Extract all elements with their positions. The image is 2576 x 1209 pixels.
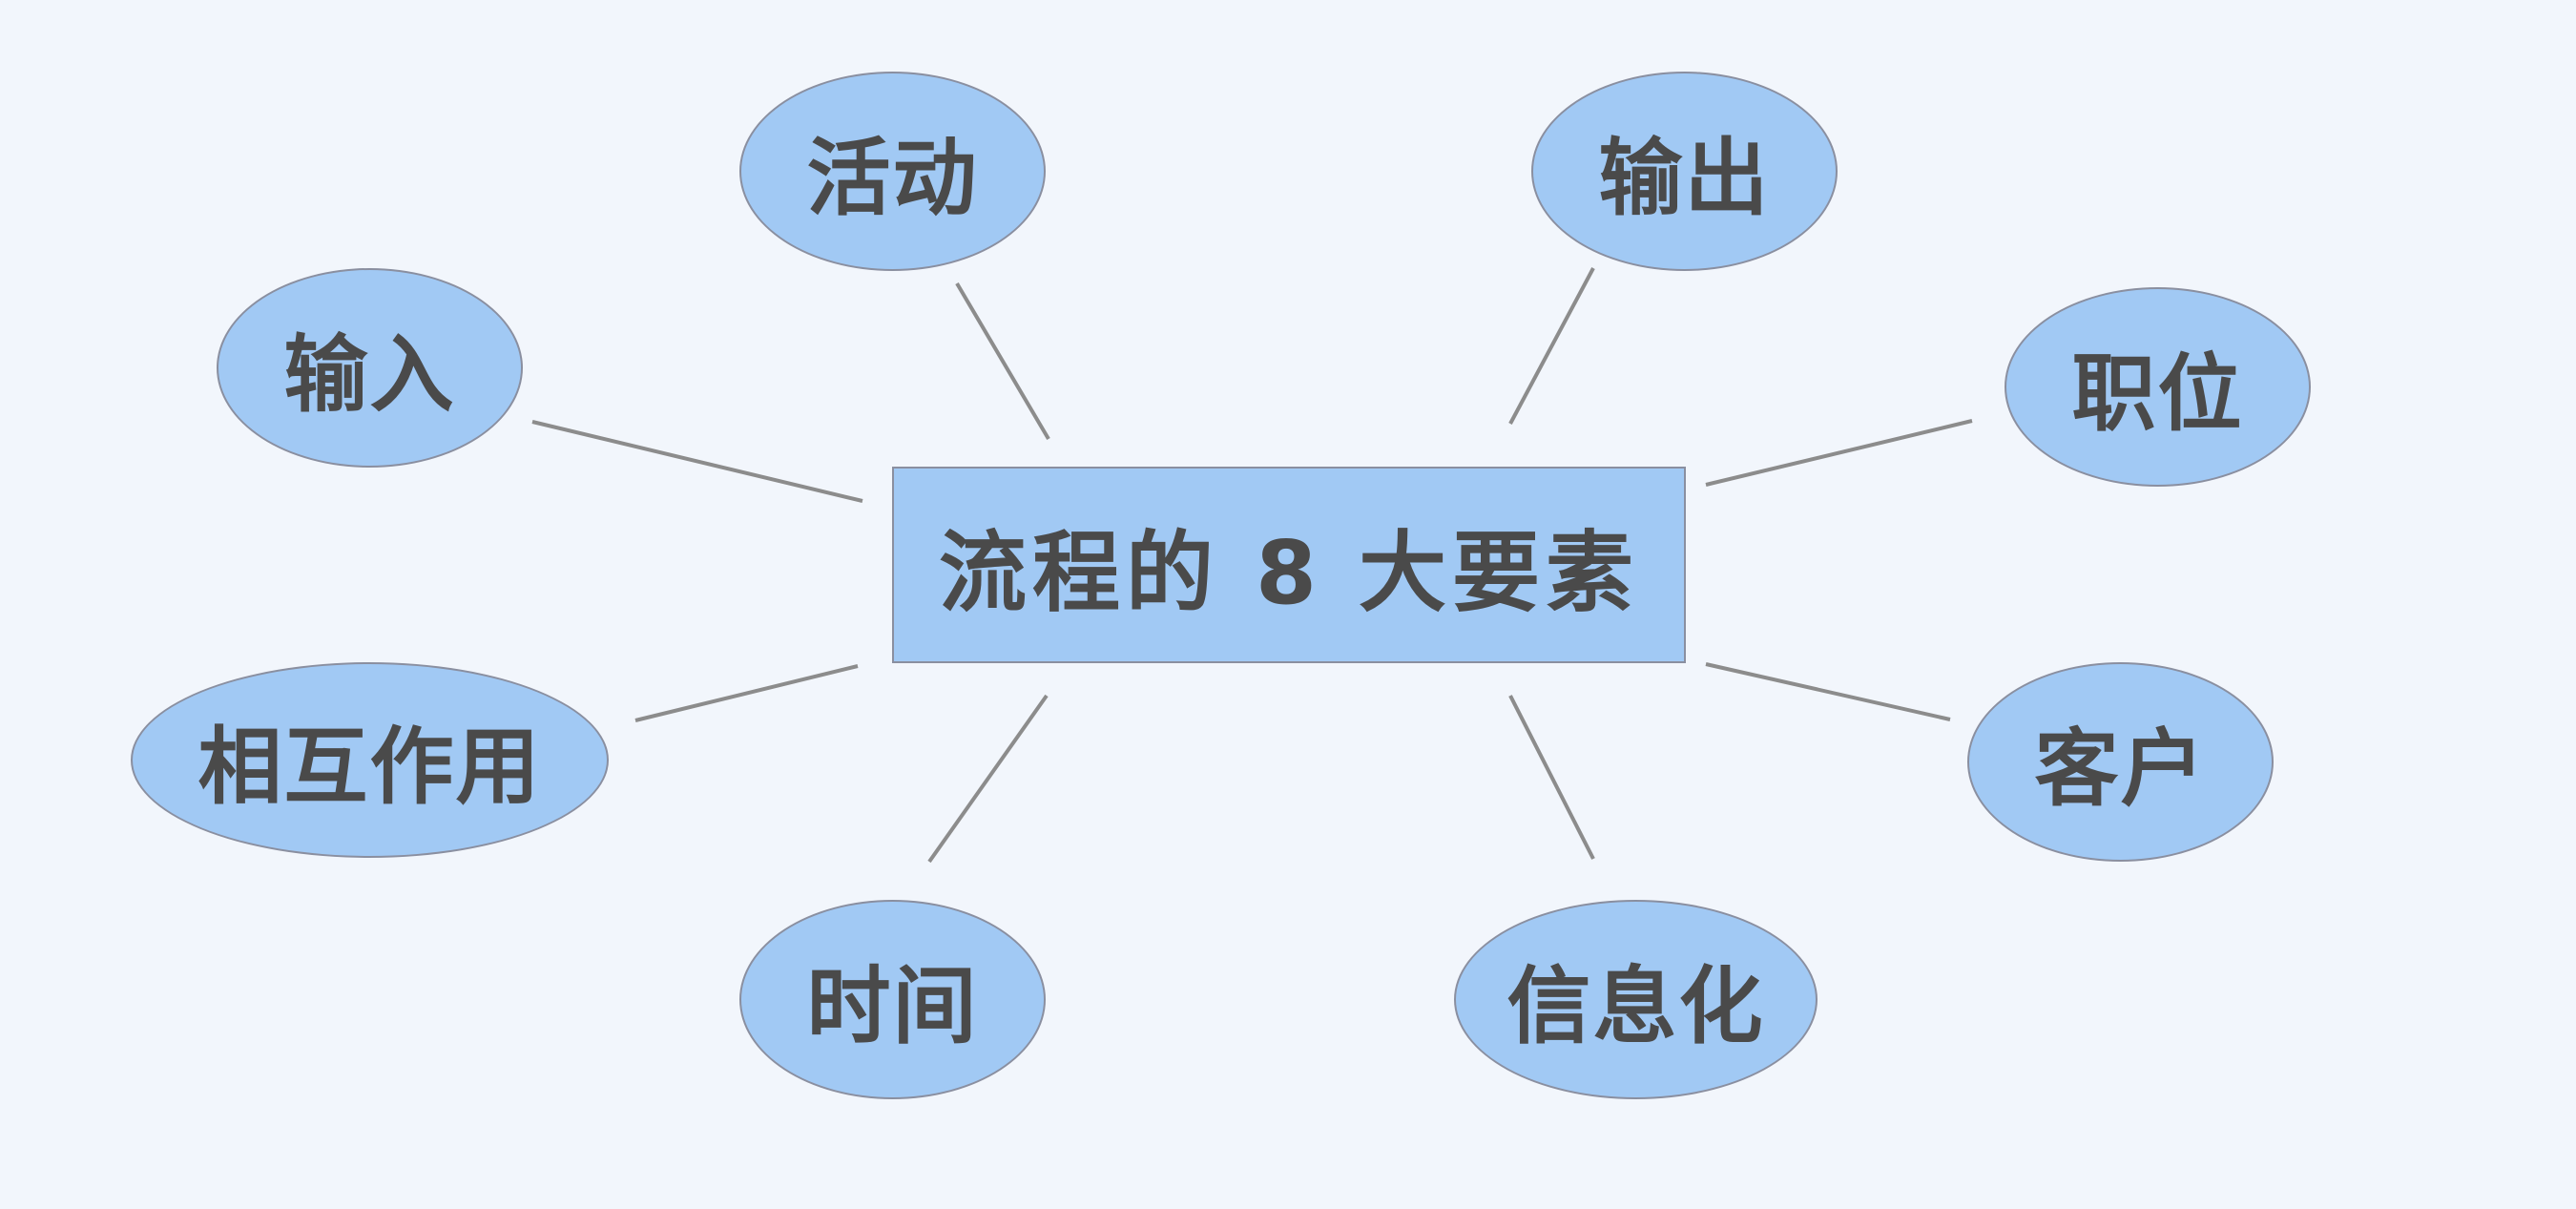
connector-output (1508, 267, 1595, 425)
connector-informatization (1508, 695, 1595, 860)
node-position-label: 职位 (2071, 344, 2244, 443)
connector-position (1705, 419, 1973, 487)
node-interaction-label: 相互作用 (197, 718, 542, 816)
connector-input (531, 420, 863, 503)
connector-time (927, 694, 1049, 864)
node-informatization: 信息化 (1454, 900, 1818, 1099)
node-activity-label: 活动 (806, 129, 979, 227)
node-interaction: 相互作用 (131, 662, 609, 858)
node-position: 职位 (2005, 287, 2311, 487)
connector-activity (955, 281, 1050, 441)
connector-interaction (634, 664, 859, 722)
node-time-label: 时间 (806, 957, 979, 1055)
node-time: 时间 (739, 900, 1046, 1099)
node-customer-label: 客户 (2034, 719, 2207, 818)
node-activity: 活动 (739, 72, 1046, 271)
node-input-label: 输入 (283, 325, 456, 424)
node-output-label: 输出 (1598, 129, 1771, 227)
node-output: 输出 (1531, 72, 1838, 271)
center-label: 流程的 8 大要素 (938, 521, 1640, 624)
node-informatization-label: 信息化 (1506, 957, 1765, 1055)
node-customer: 客户 (1967, 662, 2274, 862)
connector-customer (1705, 662, 1951, 721)
center-box: 流程的 8 大要素 (892, 467, 1686, 663)
node-input: 输入 (217, 268, 523, 468)
